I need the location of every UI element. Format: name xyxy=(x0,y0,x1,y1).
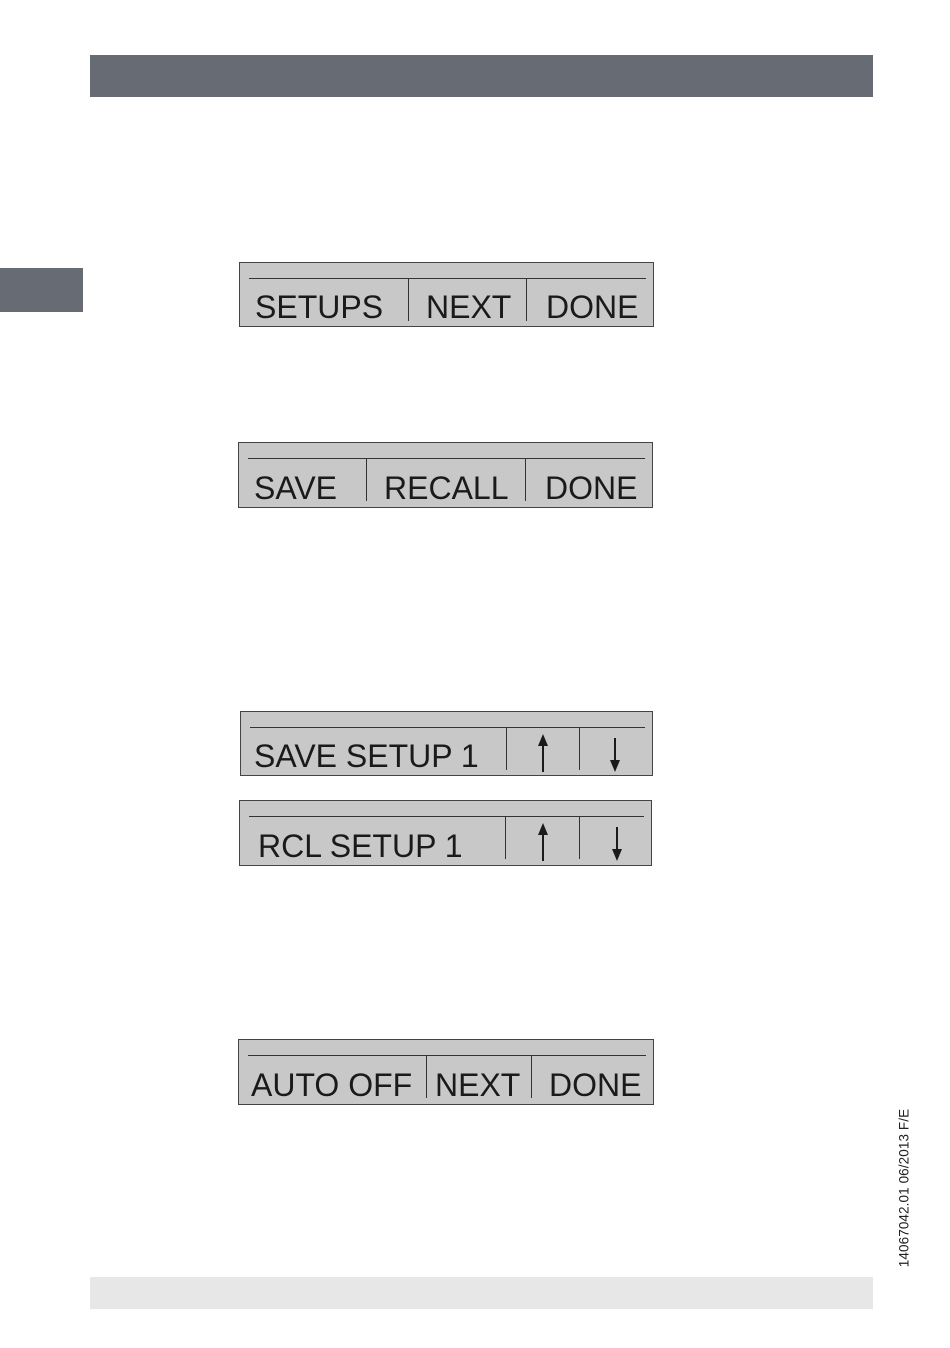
lcd-divider xyxy=(579,728,580,770)
softkey-done-label: DONE xyxy=(549,1056,641,1104)
lcd-display-rcl-setup: RCL SETUP 1 xyxy=(239,800,652,866)
lcd-divider xyxy=(525,459,526,501)
arrow-down-icon xyxy=(607,821,627,863)
softkey-auto-off-label: AUTO OFF xyxy=(251,1056,412,1104)
document-code-text: 14067042.01 06/2013 F/E xyxy=(897,1109,912,1267)
lcd-divider xyxy=(366,459,367,501)
lcd-display-auto-off: AUTO OFF NEXT DONE xyxy=(238,1039,654,1105)
softkey-save-label: SAVE xyxy=(254,459,337,507)
softkey-setups-label: SETUPS xyxy=(255,279,383,326)
softkey-next-label: NEXT xyxy=(426,279,511,326)
lcd-divider xyxy=(426,1056,427,1098)
lcd-display-save-setup: SAVE SETUP 1 xyxy=(240,711,653,776)
lcd-divider xyxy=(506,728,507,770)
lcd-divider xyxy=(408,279,409,321)
footer-bar xyxy=(90,1277,873,1309)
softkey-recall-label: RECALL xyxy=(384,459,509,507)
lcd-display-setups: SETUPS NEXT DONE xyxy=(239,262,654,327)
lcd-display-save-recall: SAVE RECALL DONE xyxy=(238,442,653,508)
softkey-done-label: DONE xyxy=(546,279,638,326)
lcd-divider xyxy=(505,817,506,859)
header-bar xyxy=(90,55,873,97)
arrow-down-icon xyxy=(605,732,625,774)
arrow-up-icon xyxy=(533,821,553,863)
softkey-done-label: DONE xyxy=(545,459,637,507)
chapter-tab xyxy=(0,268,83,312)
lcd-divider xyxy=(526,279,527,321)
lcd-divider xyxy=(531,1056,532,1098)
softkey-next-label: NEXT xyxy=(435,1056,520,1104)
arrow-up-icon xyxy=(533,732,553,774)
lcd-divider xyxy=(579,817,580,859)
save-setup-label: SAVE SETUP 1 xyxy=(254,728,479,775)
rcl-setup-label: RCL SETUP 1 xyxy=(258,817,463,865)
